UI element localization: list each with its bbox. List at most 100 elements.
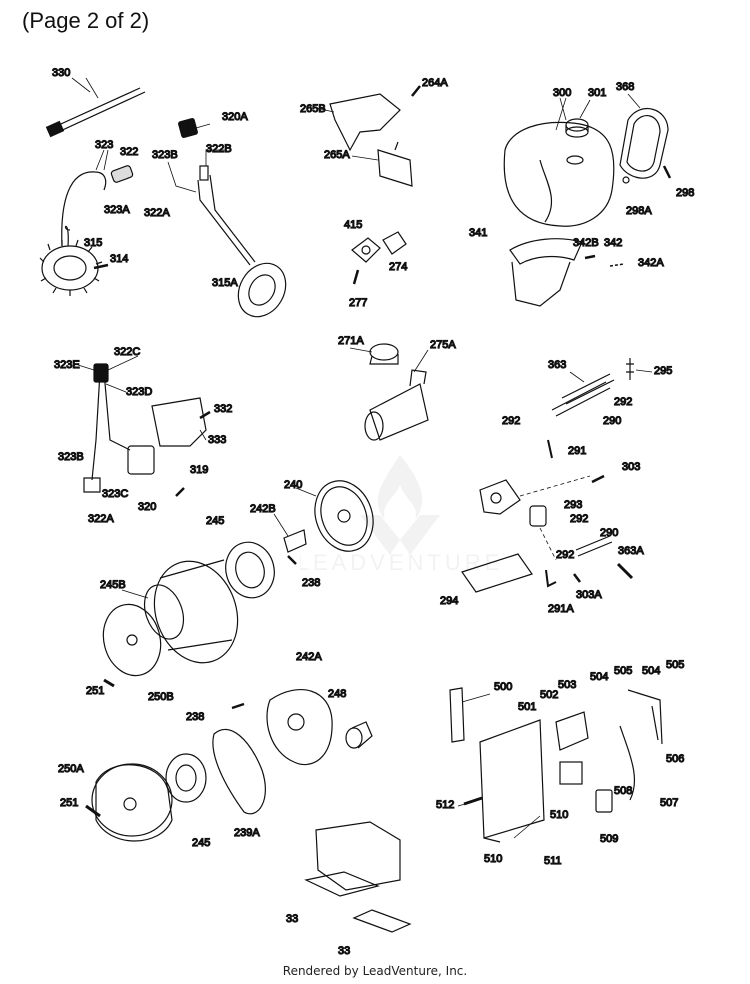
part-314-screw[interactable] (93, 263, 109, 270)
callout-238-bot: 238 (186, 711, 204, 723)
callout-277: 277 (349, 297, 367, 309)
part-250B-cover[interactable] (96, 598, 169, 682)
footer-credit: Rendered by LeadVenture, Inc. (282, 964, 468, 978)
callout-291: 291 (568, 445, 586, 457)
part-271A-clamp[interactable] (369, 343, 399, 365)
part-245-pulley[interactable] (220, 537, 281, 604)
callout-303A: 303A (576, 589, 602, 601)
part-240-pulley[interactable] (305, 473, 382, 560)
part-342-clip[interactable] (584, 254, 596, 260)
callout-245-bot: 245 (192, 837, 210, 849)
part-333-cover[interactable] (151, 397, 207, 447)
callout-512: 512 (436, 799, 454, 811)
part-245B-filter-element[interactable] (138, 549, 252, 674)
part-242B-bracket[interactable] (283, 529, 307, 553)
part-363A-hose[interactable] (616, 562, 634, 580)
part-265A-bracket[interactable] (377, 141, 413, 187)
part-298A-nut[interactable] (622, 176, 630, 184)
part-315A-stator-assembly[interactable] (178, 118, 295, 325)
part-319-screw[interactable] (175, 487, 185, 497)
part-248-bushing[interactable] (345, 721, 373, 749)
callout-500: 500 (494, 681, 512, 693)
part-275A-muffler[interactable] (364, 369, 429, 441)
part-320-harness-module[interactable] (83, 363, 155, 493)
part-298-screw[interactable] (662, 165, 672, 179)
part-277-screw[interactable] (352, 269, 360, 285)
part-342A-clip[interactable] (609, 263, 625, 267)
part-290-fuel-line-b[interactable] (575, 535, 613, 557)
callout-332: 332 (214, 403, 232, 415)
part-274-gasket[interactable] (382, 231, 407, 255)
leader-lines (71, 77, 653, 839)
callout-245B: 245B (100, 579, 126, 591)
part-511-control-box[interactable] (479, 719, 545, 843)
callout-503: 503 (558, 679, 576, 691)
part-363-hose[interactable] (561, 373, 615, 405)
callout-323B-mid: 323B (58, 451, 84, 463)
callout-314: 314 (110, 253, 128, 265)
part-512-bolt[interactable] (463, 796, 483, 806)
callout-239A: 239A (234, 827, 260, 839)
part-238-screw-b[interactable] (231, 702, 245, 710)
part-368-strap[interactable] (619, 108, 669, 179)
callout-294: 294 (440, 595, 458, 607)
part-341-tank-support[interactable] (509, 238, 583, 307)
part-264A-screw[interactable] (411, 85, 421, 97)
callout-250A: 250A (58, 763, 84, 775)
part-251-knob-b[interactable] (85, 804, 101, 818)
part-510-module[interactable] (559, 761, 583, 785)
part-415-gasket[interactable] (351, 237, 381, 263)
callout-342A: 342A (638, 257, 664, 269)
part-301-fuel-cap[interactable] (565, 118, 589, 138)
part-294-decal[interactable] (461, 553, 533, 593)
flame-logo-icon (360, 455, 440, 555)
part-500-bracket[interactable] (449, 687, 465, 743)
callout-labels: 330 323 322 323A 315 314 320A 323B 322B … (51, 66, 695, 957)
part-300-fuel-tank[interactable] (503, 121, 615, 227)
callout-274: 274 (389, 261, 407, 273)
callout-251-bot: 251 (60, 797, 78, 809)
part-245-pulley-b[interactable] (165, 753, 207, 803)
callout-301: 301 (588, 87, 606, 99)
part-265B-bracket[interactable] (329, 93, 401, 152)
part-291-tube[interactable] (547, 439, 553, 459)
part-501-relay[interactable] (555, 711, 589, 751)
part-303-fitting[interactable] (591, 474, 605, 484)
callout-415: 415 (344, 219, 362, 231)
callout-510-a: 510 (550, 809, 568, 821)
callout-323E: 323E (54, 359, 80, 371)
part-250A-housing[interactable] (91, 763, 173, 842)
callout-292-a: 292 (614, 396, 632, 408)
callout-510-b: 510 (484, 853, 502, 865)
part-332-screw[interactable] (199, 410, 211, 420)
part-242A-housing[interactable] (266, 689, 333, 766)
part-239A-belt[interactable] (212, 728, 266, 815)
part-330-wire-tie[interactable] (45, 87, 146, 138)
part-291A-tube[interactable] (545, 569, 557, 588)
page-title: (Page 2 of 2) (22, 8, 150, 33)
part-507-wire[interactable] (619, 725, 636, 801)
callout-292-c: 292 (570, 513, 588, 525)
callout-264A: 264A (422, 77, 448, 89)
callout-242B: 242B (250, 503, 276, 515)
part-315-stator[interactable] (39, 171, 107, 296)
part-509-connector[interactable] (595, 789, 613, 813)
callout-322A-top: 322A (144, 207, 170, 219)
part-303A-fitting[interactable] (573, 573, 581, 583)
callout-342B: 342B (573, 237, 599, 249)
part-506-harness[interactable] (627, 689, 663, 745)
callout-330: 330 (52, 67, 70, 79)
part-290-fuel-line[interactable] (551, 381, 611, 417)
callout-342: 342 (604, 237, 622, 249)
part-322-connector[interactable] (110, 165, 134, 183)
part-fuel-pump[interactable] (479, 479, 521, 515)
part-293-fuel-filter[interactable] (529, 505, 547, 527)
part-251-knob[interactable] (103, 678, 115, 688)
part-238-screw[interactable] (287, 555, 297, 565)
callout-501: 501 (518, 701, 536, 713)
part-33-mount-bracket[interactable] (304, 821, 412, 933)
callout-293: 293 (564, 499, 582, 511)
part-295-fuel-fitting[interactable] (626, 358, 634, 380)
callout-271A: 271A (338, 335, 364, 347)
callout-265A: 265A (324, 149, 350, 161)
